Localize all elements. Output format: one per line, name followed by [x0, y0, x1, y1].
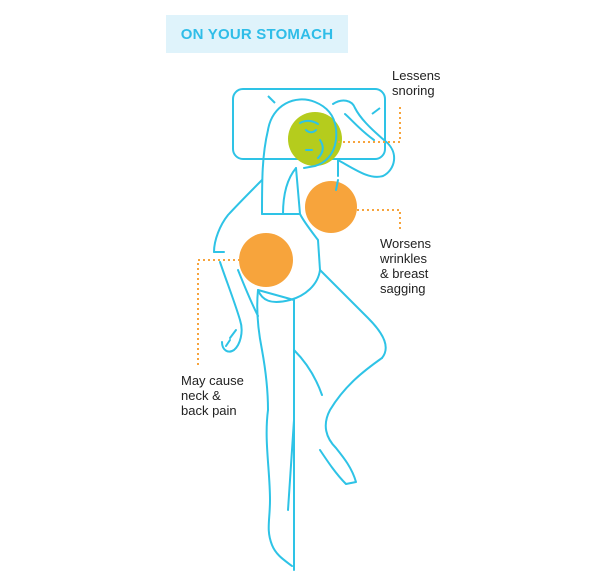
abdomen-zone [239, 233, 293, 287]
page-title: ON YOUR STOMACH [180, 25, 334, 43]
title-badge: ON YOUR STOMACH [166, 15, 348, 53]
label-line: Lessens [392, 68, 441, 83]
label-line: May cause [181, 373, 244, 388]
label-line: wrinkles [380, 251, 427, 266]
label-lessens-snoring: Lessens snoring [392, 68, 440, 98]
label-line: back pain [181, 403, 237, 418]
label-line: sagging [380, 281, 426, 296]
body-outline [213, 98, 395, 571]
head-zone [288, 112, 342, 166]
label-line: snoring [392, 83, 435, 98]
pillow-crease [267, 95, 381, 115]
label-line: & breast [380, 266, 429, 281]
label-neck-back-pain: May cause neck & back pain [181, 373, 244, 418]
label-worsens-wrinkles: Worsens wrinkles & breast sagging [380, 236, 431, 296]
face [299, 119, 324, 159]
leader-lines [197, 107, 401, 368]
label-line: neck & [181, 388, 221, 403]
leader-pain [197, 259, 240, 368]
leader-snoring [338, 107, 401, 143]
chest-zone [305, 181, 357, 233]
leader-wrinkles [357, 209, 401, 232]
label-line: Worsens [380, 236, 432, 251]
